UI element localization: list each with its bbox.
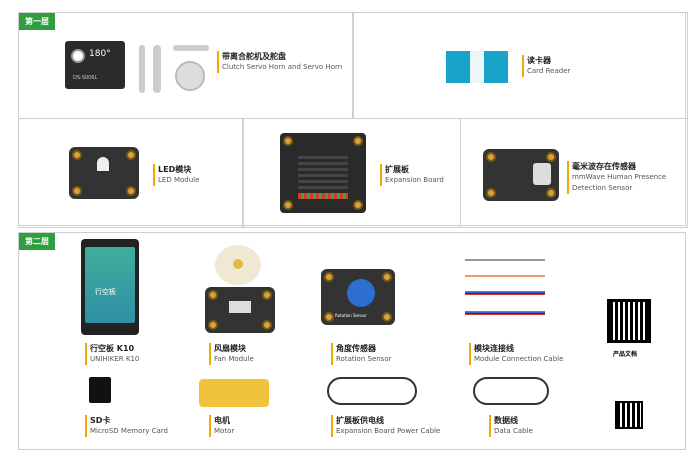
card-reader-cell: 读卡器 Card Reader [353, 12, 688, 119]
expansion-board [280, 133, 366, 213]
rotation-sensor-board: Rotation Sensor [321, 269, 395, 325]
servo-cell: 180° DS-S006L 带离合舵机及舵盘 Clutch Servo Horn… [18, 12, 353, 119]
unihiker-screen: 行空板 [85, 247, 135, 323]
qr-code-icon[interactable] [607, 299, 651, 343]
servo-label: 带离合舵机及舵盘 Clutch Servo Horn and Servo Hor… [217, 51, 342, 73]
sd-card-icon [89, 377, 111, 403]
data-label: 数据线 Data Cable [489, 415, 533, 437]
layer1-section: 第一层 180° DS-S006L 带离合舵机及舵盘 Clutch Servo … [18, 12, 688, 228]
card-reader-illustration [446, 51, 508, 83]
expansion-label: 扩展板 Expansion Board [380, 164, 444, 186]
motor-icon [199, 379, 269, 407]
card-reader-label: 读卡器 Card Reader [522, 55, 570, 77]
led-cell: LED模块 LED Module [18, 118, 243, 228]
power-cable-icon [327, 377, 417, 405]
servo-model: DS-S006L [73, 75, 98, 81]
cable-label: 模块连接线 Module Connection Cable [469, 343, 563, 365]
servo-dial-icon [71, 49, 85, 63]
unihiker-label: 行空板 K10 UNIHIKER K10 [85, 343, 139, 365]
mmwave-cell: 毫米波存在传感器 mmWave Human Presence Detection… [460, 118, 688, 228]
expansion-cell: 扩展板 Expansion Board [243, 118, 461, 228]
layer1-tag: 第一层 [19, 13, 55, 30]
led-icon [97, 157, 109, 171]
layer2-tag: 第二层 [19, 233, 55, 250]
mmwave-label: 毫米波存在传感器 mmWave Human Presence Detection… [567, 161, 666, 194]
servo-angle: 180° [89, 49, 111, 59]
led-label: LED模块 LED Module [153, 164, 199, 186]
fan-label: 风扇模块 Fan Module [209, 343, 254, 365]
mmwave-board [483, 149, 559, 201]
servo-illustration: 180° DS-S006L [65, 41, 125, 89]
sd-label: SD卡 MicroSD Memory Card [85, 415, 168, 437]
led-board [69, 147, 139, 199]
power-label: 扩展板供电线 Expansion Board Power Cable [331, 415, 440, 437]
rotation-knob-icon [347, 279, 375, 307]
qr-code-small-icon[interactable] [615, 401, 643, 429]
connection-cable-illustration [465, 257, 545, 327]
fan-module [205, 245, 275, 333]
rotation-label: 角度传感器 Rotation Sensor [331, 343, 392, 365]
unihiker-device: 行空板 [81, 239, 139, 335]
servo-horn-icons [135, 43, 225, 103]
motor-label: 电机 Motor [209, 415, 234, 437]
unihiker-screen-text: 行空板 [95, 288, 116, 296]
rotation-board-text: Rotation Sensor [335, 313, 367, 318]
qr-label: 产品文档 [613, 351, 638, 358]
data-cable-icon [473, 377, 549, 405]
layer2-section: 第二层 行空板 行空板 K10 UNIHIKER K10 风扇模块 Fan Mo… [18, 232, 686, 450]
